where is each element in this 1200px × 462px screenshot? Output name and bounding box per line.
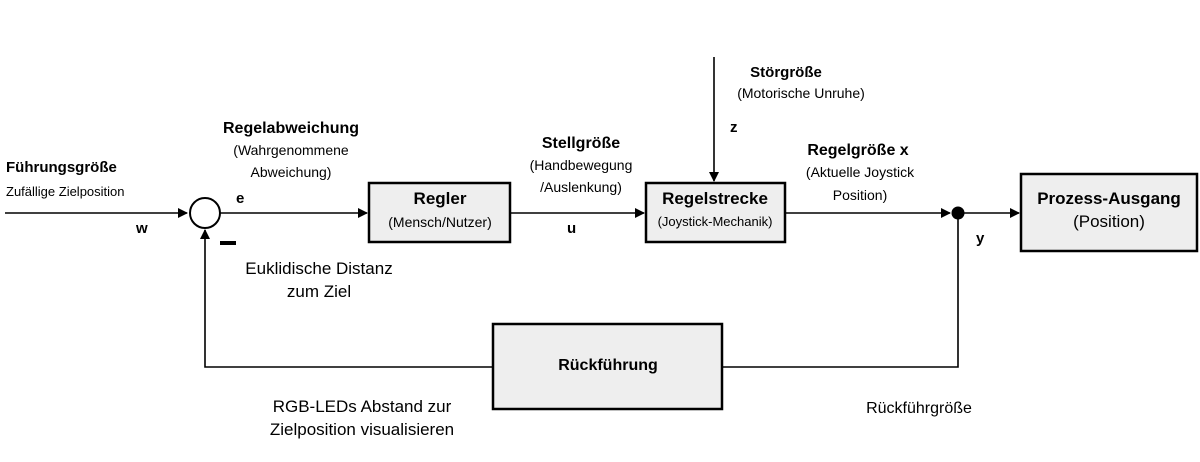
rueckfuehrung-title: Rückführung <box>558 357 658 374</box>
regelstrecke-title: Regelstrecke <box>662 189 768 208</box>
regelabweichung-title: Regelabweichung <box>222 120 360 137</box>
fuehrungsgroesse-title: Führungsgröße <box>6 159 117 176</box>
symbol-y: y <box>976 230 985 247</box>
rgb-leds-line1: RGB-LEDs Abstand zur <box>272 397 452 416</box>
distanz-line1: Euklidische Distanz <box>245 259 393 278</box>
feedback-return-arrow <box>200 229 493 368</box>
symbol-z: z <box>730 119 738 136</box>
regler-title: Regler <box>413 189 467 208</box>
regelabweichung-line2: Abweichung) <box>250 164 332 180</box>
symbol-w: w <box>136 220 148 237</box>
regelabweichung-line1: (Wahrgenommene <box>233 142 349 158</box>
stoergroesse-title: Störgröße <box>750 64 822 81</box>
stellgroesse-title: Stellgröße <box>541 135 621 152</box>
symbol-e: e <box>236 190 245 207</box>
regelstrecke-block <box>644 181 787 244</box>
summing-point <box>189 197 221 229</box>
regelstrecke-subtitle: (Joystick-Mechanik) <box>657 214 773 229</box>
distanz-line2: zum Ziel <box>286 282 352 301</box>
minus-sign <box>220 241 236 245</box>
feedback-right-line <box>722 213 959 368</box>
stellgroesse-line2: /Auslenkung) <box>540 179 622 195</box>
prozess-ausgang-title: Prozess-Ausgang <box>1037 189 1181 208</box>
symbol-u: u <box>567 220 577 237</box>
prozess-ausgang-block <box>1019 172 1199 253</box>
rgb-leds-line2: Zielposition visualisieren <box>269 420 455 439</box>
rueckfuehrgroesse-label: Rückführgröße <box>866 400 972 417</box>
regelgroesse-title: Regelgröße x <box>807 142 909 159</box>
regler-subtitle: (Mensch/Nutzer) <box>388 214 492 230</box>
fuehrungsgroesse-subtitle: Zufällige Zielposition <box>6 184 125 199</box>
stoergroesse-subtitle: (Motorische Unruhe) <box>737 85 865 101</box>
stellgroesse-line1: (Handbewegung <box>529 157 633 173</box>
regelgroesse-line1: (Aktuelle Joystick <box>805 164 915 180</box>
prozess-ausgang-subtitle: (Position) <box>1073 212 1145 231</box>
regelgroesse-line2: Position) <box>832 187 888 203</box>
